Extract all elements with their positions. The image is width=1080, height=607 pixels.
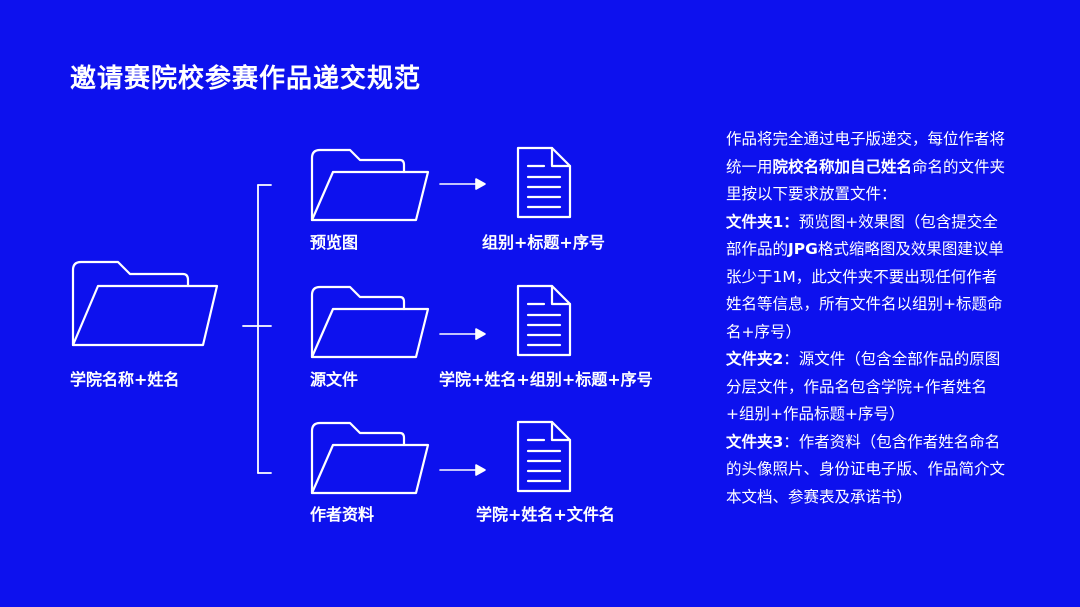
arrow-icon [439, 178, 486, 190]
description-item-1: 文件夹1：预览图+效果图（包含提交全部作品的JPG格式缩略图及效果图建议单张少于… [726, 209, 1006, 347]
folder-label-source: 源文件 [310, 370, 359, 389]
file-label-preview: 组别+标题+序号 [482, 233, 605, 252]
description-intro: 作品将完全通过电子版递交，每位作者将统一用院校名称加自己姓名命名的文件夹里按以下… [726, 126, 1006, 209]
document-icon [516, 284, 572, 357]
item1-label: 文件夹1： [726, 212, 799, 231]
item3-label: 文件夹3 [726, 432, 784, 451]
item1-text-end: 格式缩略图及效果图建议单张少于1M，此文件夹不要出现任何作者姓名等信息，所有文件… [726, 240, 1004, 341]
description-item-3: 文件夹3：作者资料（包含作者姓名命名的头像照片、身份证电子版、作品简介文本文档、… [726, 429, 1006, 512]
file-label-author: 学院+姓名+文件名 [476, 505, 615, 524]
root-folder-icon [71, 260, 219, 347]
intro-bold-text: 院校名称加自己姓名 [772, 157, 913, 176]
intro-text-end: 命名的文件夹里按以下要求放置文件： [726, 157, 1006, 204]
tree-connector [242, 184, 272, 474]
intro-text: 作品将完全通过电子版递交，每位作者将统一用 [726, 130, 1006, 176]
item2-text: ：源文件（包含全部作品的原图分层文件，作品名包含学院+作者姓名+组别+作品标题+… [726, 350, 1001, 423]
arrow-icon [439, 464, 486, 476]
arrow-icon [439, 328, 486, 340]
description-item-2: 文件夹2：源文件（包含全部作品的原图分层文件，作品名包含学院+作者姓名+组别+作… [726, 346, 1006, 429]
document-icon [516, 420, 572, 493]
item1-bold-text: JPG [788, 240, 818, 258]
item2-label: 文件夹2 [726, 350, 784, 368]
root-folder-label: 学院名称+姓名 [70, 370, 180, 389]
item1-text: 预览图+效果图（包含提交全部作品的 [726, 212, 998, 259]
document-icon [516, 146, 572, 219]
folder-icon-preview [310, 148, 430, 222]
folder-icon-author [310, 421, 430, 495]
folder-label-author: 作者资料 [310, 505, 375, 524]
description-panel: 作品将完全通过电子版递交，每位作者将统一用院校名称加自己姓名命名的文件夹里按以下… [726, 126, 1006, 511]
folder-icon-source [310, 285, 430, 359]
page-title: 邀请赛院校参赛作品递交规范 [70, 64, 422, 94]
file-label-source: 学院+姓名+组别+标题+序号 [439, 370, 653, 389]
item3-text: ：作者资料（包含作者姓名命名的头像照片、身份证电子版、作品简介文本文档、参赛表及… [726, 432, 1006, 506]
folder-label-preview: 预览图 [310, 233, 359, 252]
